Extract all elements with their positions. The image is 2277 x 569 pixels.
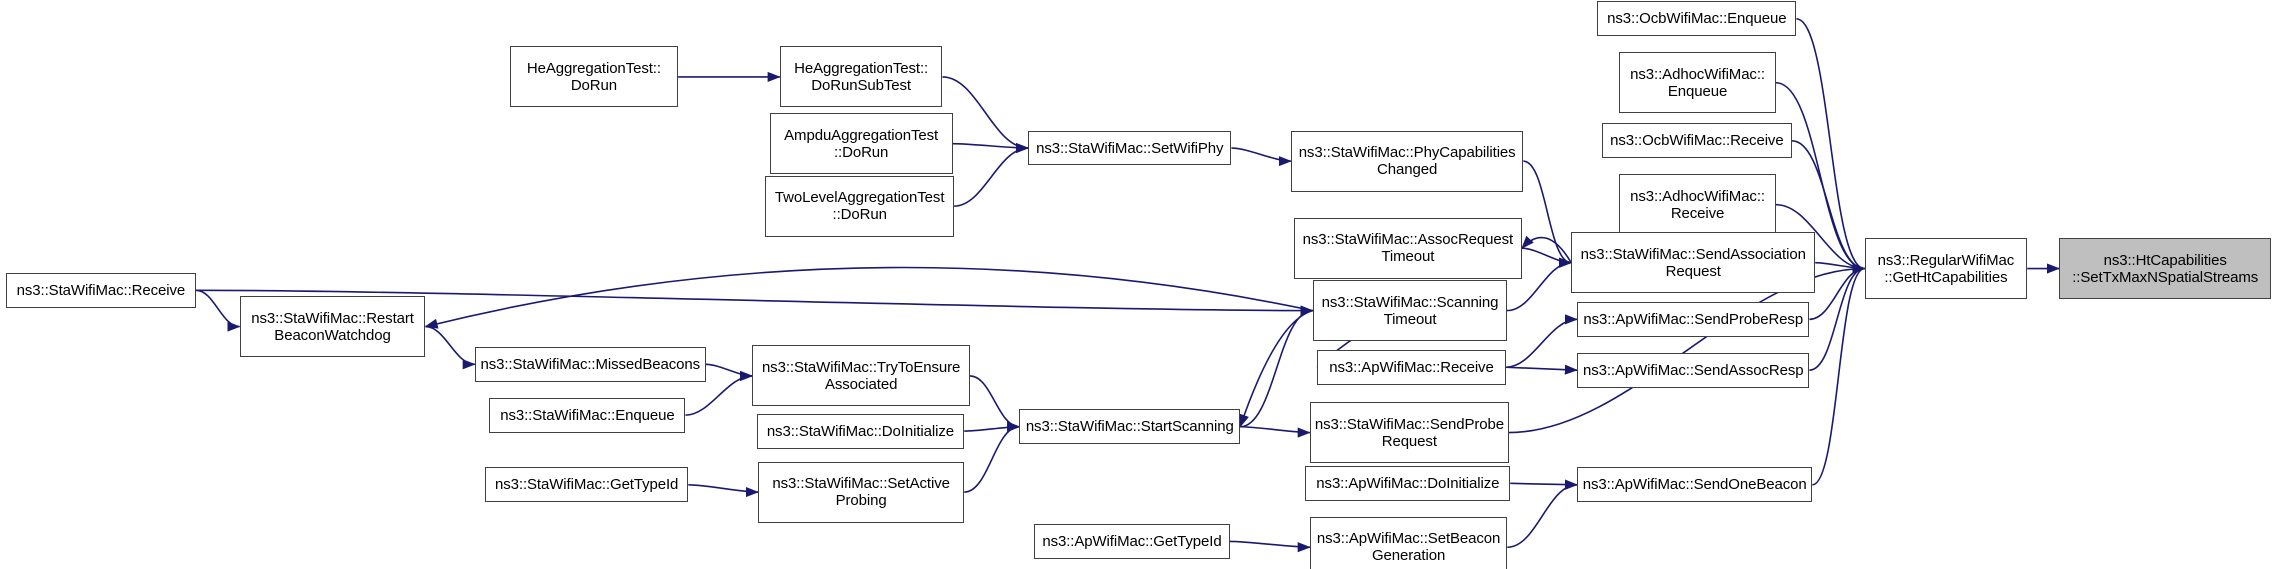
graph-node-label: ns3::StaWifiMac::SendAssociation Request	[1580, 245, 1806, 280]
graph-edge-sta_phycap-to-sta_sendassocreq	[1523, 160, 1573, 268]
graph-node-label: ns3::ApWifiMac::SendOneBeacon	[1582, 476, 1807, 494]
graph-edge-twolevel_dorun-to-sta_setwifiphy	[954, 142, 1030, 207]
graph-node-regular_gethtcaps[interactable]: ns3::RegularWifiMac ::GetHtCapabilities	[1864, 238, 2028, 299]
graph-node-label: ns3::ApWifiMac::SendProbeResp	[1583, 310, 1804, 328]
graph-node-label: ns3::StaWifiMac::Scanning Timeout	[1321, 293, 1499, 328]
graph-edge-sta_setactiveprobing-to-sta_startscanning	[964, 421, 1021, 493]
graph-node-label: AmpduAggregationTest ::DoRun	[784, 126, 939, 161]
graph-node-sta_startscanning[interactable]: ns3::StaWifiMac::StartScanning	[1019, 409, 1241, 445]
graph-node-ap_sendassocresp[interactable]: ns3::ApWifiMac::SendAssocResp	[1577, 352, 1810, 388]
graph-node-twolevel_dorun[interactable]: TwoLevelAggregationTest ::DoRun	[765, 175, 955, 237]
graph-node-label: ns3::StaWifiMac::SetActive Probing	[772, 475, 950, 510]
graph-node-ht_settxmax[interactable]: ns3::HtCapabilities ::SetTxMaxNSpatialSt…	[2059, 238, 2272, 299]
graph-node-sta_setactiveprobing[interactable]: ns3::StaWifiMac::SetActive Probing	[758, 461, 965, 523]
graph-edge-ap_receive-to-ap_sendassocresp	[1505, 364, 1578, 375]
graph-edge-sta_receive-to-sta_restartbeacon	[195, 289, 241, 332]
graph-node-label: ns3::StaWifiMac::MissedBeacons	[480, 355, 701, 373]
graph-node-ap_setbeacongen[interactable]: ns3::ApWifiMac::SetBeacon Generation	[1309, 516, 1508, 569]
graph-edge-ap_doinitialize-to-ap_sendonebeacon	[1510, 479, 1578, 490]
graph-edge-sta_restartbeacon-to-sta_missedbeacons	[425, 325, 476, 370]
graph-edge-sta_scanningtimeout-to-sta_restartbeacon	[424, 266, 1313, 329]
graph-edge-sta_assocreqtimeout-to-sta_sendassocreq	[1521, 247, 1573, 268]
graph-edge-ap_sendonebeacon-to-regular_gethtcaps	[1812, 263, 1866, 486]
graph-node-label: ns3::ApWifiMac::SendAssocResp	[1582, 361, 1804, 379]
graph-node-ap_sendproberesp[interactable]: ns3::ApWifiMac::SendProbeResp	[1577, 301, 1810, 337]
graph-edge-sta_doinitialize-to-sta_startscanning	[964, 421, 1021, 432]
graph-node-sta_tryensure[interactable]: ns3::StaWifiMac::TryToEnsure Associated	[752, 345, 971, 407]
graph-node-label: ns3::StaWifiMac::Restart BeaconWatchdog	[251, 309, 414, 344]
graph-node-ampdu_dorun[interactable]: AmpduAggregationTest ::DoRun	[769, 113, 953, 175]
graph-node-label: ns3::AdhocWifiMac:: Enqueue	[1630, 65, 1765, 100]
graph-node-ap_doinitialize[interactable]: ns3::ApWifiMac::DoInitialize	[1305, 465, 1511, 501]
graph-node-label: ns3::StaWifiMac::Enqueue	[500, 406, 675, 424]
graph-edge-ap_receive-to-ap_sendproberesp	[1505, 314, 1578, 369]
graph-node-sta_sendassocreq[interactable]: ns3::StaWifiMac::SendAssociation Request	[1571, 232, 1816, 294]
graph-edge-sta_scanningtimeout-to-sta_startscanning	[1239, 309, 1313, 428]
graph-edge-sta_startscanning-to-sta_sendprobereq	[1240, 425, 1311, 438]
graph-node-sta_sendprobereq[interactable]: ns3::StaWifiMac::SendProbe Request	[1309, 402, 1509, 464]
graph-edge-sta_tryensure-to-sta_startscanning	[969, 375, 1021, 432]
graph-node-label: ns3::OcbWifiMac::Enqueue	[1607, 10, 1787, 28]
graph-node-sta_receive[interactable]: ns3::StaWifiMac::Receive	[5, 272, 197, 308]
graph-edge-sta_sendassocreq-to-sta_assocreqtimeout	[1521, 235, 1572, 264]
graph-edge-ap_sendproberesp-to-regular_gethtcaps	[1809, 263, 1866, 321]
graph-node-label: ns3::ApWifiMac::DoInitialize	[1316, 474, 1500, 492]
graph-node-ap_sendonebeacon[interactable]: ns3::ApWifiMac::SendOneBeacon	[1577, 467, 1813, 503]
graph-node-ocb_receive[interactable]: ns3::OcbWifiMac::Receive	[1601, 123, 1792, 159]
graph-node-adhoc_enqueue[interactable]: ns3::AdhocWifiMac:: Enqueue	[1619, 52, 1776, 114]
graph-edge-sta_gettypeid-to-sta_setactiveprobing	[688, 484, 759, 498]
graph-node-sta_assocreqtimeout[interactable]: ns3::StaWifiMac::AssocRequest Timeout	[1293, 217, 1522, 279]
graph-node-label: ns3::StaWifiMac::PhyCapabilities Changed	[1298, 144, 1516, 179]
graph-node-label: ns3::StaWifiMac::AssocRequest Timeout	[1302, 231, 1514, 266]
graph-node-sta_enqueue[interactable]: ns3::StaWifiMac::Enqueue	[489, 397, 686, 433]
graph-node-sta_gettypeid[interactable]: ns3::StaWifiMac::GetTypeId	[485, 467, 689, 503]
graph-node-sta_missedbeacons[interactable]: ns3::StaWifiMac::MissedBeacons	[474, 346, 706, 382]
graph-node-sta_scanningtimeout[interactable]: ns3::StaWifiMac::Scanning Timeout	[1312, 280, 1508, 342]
graph-node-label: ns3::HtCapabilities ::SetTxMaxNSpatialSt…	[2072, 251, 2259, 286]
graph-edge-sta_startscanning-to-sta_scanningtimeout	[1240, 305, 1314, 428]
graph-edge-sta_enqueue-to-sta_tryensure	[685, 370, 754, 416]
graph-node-ap_receive[interactable]: ns3::ApWifiMac::Receive	[1317, 349, 1506, 385]
graph-edge-sta_sendassocreq-to-regular_gethtcaps	[1815, 261, 1866, 274]
graph-edge-ocb_enqueue-to-regular_gethtcaps	[1796, 18, 1866, 274]
graph-edge-ap_sendassocresp-to-regular_gethtcaps	[1809, 263, 1866, 371]
graph-node-label: ns3::StaWifiMac::DoInitialize	[766, 422, 954, 440]
graph-node-label: HeAggregationTest:: DoRunSubTest	[794, 59, 929, 94]
graph-node-he_dorun[interactable]: HeAggregationTest:: DoRun	[509, 46, 679, 108]
graph-node-label: ns3::OcbWifiMac::Receive	[1610, 132, 1784, 150]
graph-node-ap_gettypeid[interactable]: ns3::ApWifiMac::GetTypeId	[1033, 524, 1230, 559]
graph-edge-ap_setbeacongen-to-ap_sendonebeacon	[1507, 479, 1578, 549]
graph-node-label: ns3::ApWifiMac::SetBeacon Generation	[1316, 530, 1501, 565]
graph-node-label: ns3::StaWifiMac::TryToEnsure Associated	[761, 358, 961, 393]
graph-node-label: TwoLevelAggregationTest ::DoRun	[774, 189, 945, 224]
graph-edge-sta_missedbeacons-to-sta_tryensure	[705, 363, 754, 382]
graph-node-he_dorunsub[interactable]: HeAggregationTest:: DoRunSubTest	[779, 46, 943, 108]
graph-node-label: ns3::StaWifiMac::StartScanning	[1025, 418, 1234, 436]
graph-edge-ap_gettypeid-to-ap_setbeacongen	[1229, 540, 1311, 553]
graph-edge-ampdu_dorun-to-sta_setwifiphy	[952, 142, 1030, 154]
graph-node-sta_setwifiphy[interactable]: ns3::StaWifiMac::SetWifiPhy	[1028, 130, 1232, 166]
graph-node-label: ns3::StaWifiMac::SendProbe Request	[1314, 415, 1504, 450]
graph-node-ocb_enqueue[interactable]: ns3::OcbWifiMac::Enqueue	[1597, 1, 1797, 37]
graph-node-label: HeAggregationTest:: DoRun	[526, 59, 661, 94]
graph-node-label: ns3::StaWifiMac::GetTypeId	[495, 476, 679, 494]
graph-node-adhoc_receive[interactable]: ns3::AdhocWifiMac:: Receive	[1619, 174, 1776, 236]
graph-node-label: ns3::StaWifiMac::Receive	[16, 281, 186, 299]
graph-edge-sta_setwifiphy-to-sta_phycap	[1231, 147, 1292, 167]
graph-node-label: ns3::AdhocWifiMac:: Receive	[1630, 187, 1765, 222]
graph-node-label: ns3::RegularWifiMac ::GetHtCapabilities	[1877, 251, 2015, 286]
graph-node-label: ns3::ApWifiMac::Receive	[1329, 358, 1494, 376]
graph-node-sta_restartbeacon[interactable]: ns3::StaWifiMac::Restart BeaconWatchdog	[239, 296, 426, 358]
graph-node-sta_doinitialize[interactable]: ns3::StaWifiMac::DoInitialize	[756, 413, 965, 449]
graph-edge-he_dorunsub-to-sta_setwifiphy	[942, 76, 1030, 154]
graph-node-sta_phycap[interactable]: ns3::StaWifiMac::PhyCapabilities Changed	[1290, 130, 1524, 192]
graph-node-label: ns3::StaWifiMac::SetWifiPhy	[1036, 139, 1224, 157]
graph-node-label: ns3::ApWifiMac::GetTypeId	[1042, 532, 1222, 550]
